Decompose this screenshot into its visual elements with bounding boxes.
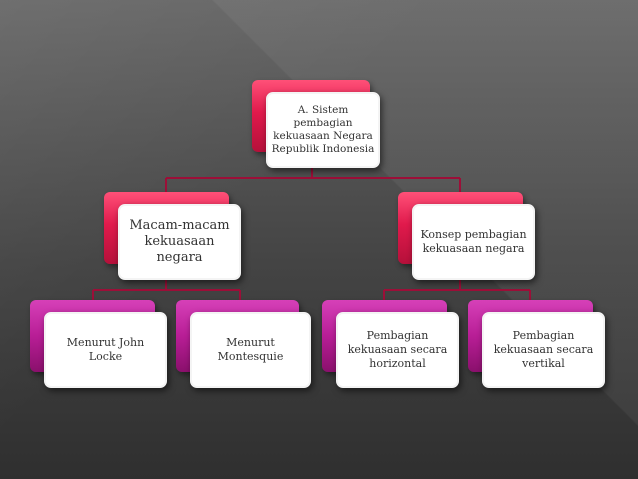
node-montesquie: Menurut Montesquie xyxy=(176,300,312,392)
node-root-label: A. Sistem pembagian kekuasaan Negara Rep… xyxy=(271,103,375,156)
node-konsep: Konsep pembagian kekuasaan negara xyxy=(398,192,536,284)
connector-root xyxy=(165,168,461,192)
node-horizontal-box: Pembagian kekuasaan secara horizontal xyxy=(336,312,459,388)
node-montesquie-label: Menurut Montesquie xyxy=(217,336,284,363)
node-montesquie-box: Menurut Montesquie xyxy=(190,312,311,388)
node-root-box: A. Sistem pembagian kekuasaan Negara Rep… xyxy=(266,92,380,168)
node-horizontal: Pembagian kekuasaan secara horizontal xyxy=(322,300,460,392)
node-konsep-box: Konsep pembagian kekuasaan negara xyxy=(412,204,535,280)
connector-right xyxy=(383,276,531,300)
node-john-locke-label: Menurut John Locke xyxy=(66,336,145,363)
node-root: A. Sistem pembagian kekuasaan Negara Rep… xyxy=(252,80,380,172)
node-horizontal-label: Pembagian kekuasaan secara horizontal xyxy=(347,329,448,370)
node-vertikal-label: Pembagian kekuasaan secara vertikal xyxy=(493,329,594,370)
node-macam: Macam-macam kekuasaan negara xyxy=(104,192,242,284)
node-vertikal: Pembagian kekuasaan secara vertikal xyxy=(468,300,606,392)
node-macam-box: Macam-macam kekuasaan negara xyxy=(118,204,241,280)
connector-left xyxy=(92,276,241,300)
node-john-locke-box: Menurut John Locke xyxy=(44,312,167,388)
node-vertikal-box: Pembagian kekuasaan secara vertikal xyxy=(482,312,605,388)
node-john-locke: Menurut John Locke xyxy=(30,300,168,392)
node-konsep-label: Konsep pembagian kekuasaan negara xyxy=(420,228,527,255)
node-macam-label: Macam-macam kekuasaan negara xyxy=(129,217,230,266)
